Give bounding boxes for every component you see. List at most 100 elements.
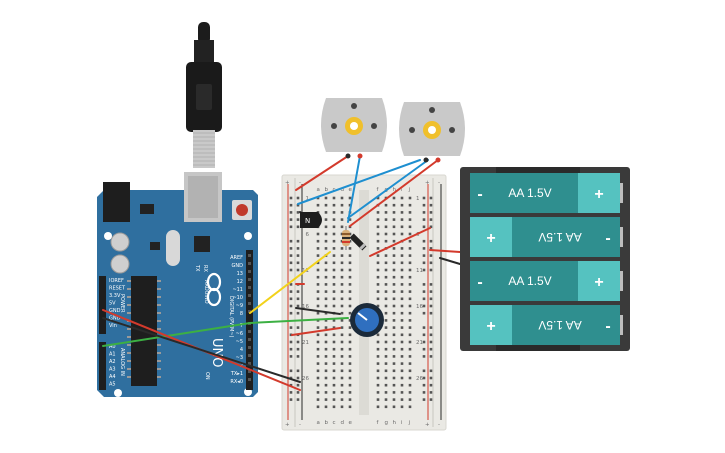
green-wire-b[interactable]	[102, 322, 251, 347]
breadboard-hole[interactable]	[316, 203, 320, 207]
breadboard-hole[interactable]	[408, 232, 412, 236]
battery-pack[interactable]: -+AA 1.5V+-AA 1.5V-+AA 1.5V+-AA 1.5V	[460, 167, 630, 351]
rail-hole[interactable]	[296, 218, 300, 221]
breadboard-hole[interactable]	[340, 362, 344, 365]
breadboard-hole[interactable]	[332, 376, 336, 380]
breadboard-hole[interactable]	[324, 333, 328, 337]
breadboard-hole[interactable]	[316, 347, 320, 351]
breadboard-hole[interactable]	[392, 247, 396, 250]
green-wire-a[interactable]	[249, 317, 349, 324]
breadboard-hole[interactable]	[384, 355, 388, 358]
breadboard-hole[interactable]	[408, 283, 412, 286]
breadboard-hole[interactable]	[324, 376, 328, 380]
rail-hole[interactable]	[289, 225, 293, 229]
breadboard-hole[interactable]	[408, 196, 412, 200]
breadboard-hole[interactable]	[408, 254, 412, 257]
breadboard-hole[interactable]	[400, 232, 404, 236]
rail-hole[interactable]	[289, 254, 293, 257]
breadboard-hole[interactable]	[376, 196, 380, 200]
breadboard-hole[interactable]	[384, 275, 388, 279]
rail-hole[interactable]	[289, 369, 293, 373]
breadboard-hole[interactable]	[332, 347, 336, 351]
breadboard-hole[interactable]	[376, 362, 380, 365]
breadboard-hole[interactable]	[316, 304, 320, 308]
breadboard-hole[interactable]	[348, 247, 352, 250]
breadboard-hole[interactable]	[400, 383, 404, 387]
power-header[interactable]	[99, 276, 106, 334]
breadboard-hole[interactable]	[384, 391, 388, 394]
breadboard-hole[interactable]	[408, 383, 412, 387]
breadboard-hole[interactable]	[316, 268, 320, 272]
breadboard-hole[interactable]	[316, 398, 320, 401]
breadboard-hole[interactable]	[348, 383, 352, 387]
breadboard-hole[interactable]	[332, 362, 336, 365]
breadboard-hole[interactable]	[316, 362, 320, 365]
breadboard-hole[interactable]	[316, 340, 320, 344]
rail-hole[interactable]	[429, 340, 433, 344]
breadboard-hole[interactable]	[392, 290, 396, 293]
rail-hole[interactable]	[422, 261, 426, 265]
breadboard-hole[interactable]	[400, 340, 404, 344]
rail-hole[interactable]	[289, 283, 293, 286]
rail-hole[interactable]	[422, 283, 426, 286]
breadboard-hole[interactable]	[324, 319, 328, 322]
rail-hole[interactable]	[422, 254, 426, 257]
rail-hole[interactable]	[289, 340, 293, 344]
rail-hole[interactable]	[289, 290, 293, 293]
rail-hole[interactable]	[422, 383, 426, 387]
breadboard-hole[interactable]	[392, 355, 396, 358]
breadboard-hole[interactable]	[324, 340, 328, 344]
breadboard-hole[interactable]	[376, 297, 380, 301]
breadboard-hole[interactable]	[340, 247, 344, 250]
rail-hole[interactable]	[422, 218, 426, 221]
breadboard-hole[interactable]	[376, 232, 380, 236]
breadboard-hole[interactable]	[384, 261, 388, 265]
breadboard-hole[interactable]	[392, 297, 396, 301]
battery-cell[interactable]: -+AA 1.5V	[470, 173, 623, 213]
breadboard-hole[interactable]	[400, 376, 404, 380]
rail-hole[interactable]	[289, 247, 293, 250]
rail-hole[interactable]	[296, 391, 300, 394]
breadboard-hole[interactable]	[324, 225, 328, 229]
breadboard-hole[interactable]	[324, 261, 328, 265]
breadboard-hole[interactable]	[348, 304, 352, 308]
breadboard-hole[interactable]	[348, 283, 352, 286]
breadboard-hole[interactable]	[408, 333, 412, 337]
breadboard-hole[interactable]	[408, 391, 412, 394]
breadboard-hole[interactable]	[384, 268, 388, 272]
rail-hole[interactable]	[422, 304, 426, 308]
breadboard-hole[interactable]	[348, 311, 352, 315]
breadboard-hole[interactable]	[408, 405, 412, 409]
breadboard-hole[interactable]	[392, 232, 396, 236]
rail-hole[interactable]	[429, 283, 433, 286]
rail-hole[interactable]	[429, 254, 433, 257]
rail-hole[interactable]	[429, 347, 433, 351]
breadboard-hole[interactable]	[400, 268, 404, 272]
rail-hole[interactable]	[296, 225, 300, 229]
breadboard-hole[interactable]	[324, 239, 328, 243]
breadboard-hole[interactable]	[332, 319, 336, 322]
rail-hole[interactable]	[289, 297, 293, 301]
breadboard-hole[interactable]	[332, 290, 336, 293]
breadboard-hole[interactable]	[400, 247, 404, 250]
rail-hole[interactable]	[422, 268, 426, 272]
rail-hole[interactable]	[296, 254, 300, 257]
breadboard-hole[interactable]	[376, 211, 380, 214]
breadboard-hole[interactable]	[384, 376, 388, 380]
battery-cell[interactable]: +-AA 1.5V	[470, 217, 623, 257]
breadboard-hole[interactable]	[332, 340, 336, 344]
breadboard-hole[interactable]	[340, 405, 344, 409]
breadboard-hole[interactable]	[392, 254, 396, 257]
breadboard-hole[interactable]	[332, 196, 336, 200]
breadboard-hole[interactable]	[408, 211, 412, 214]
breadboard-hole[interactable]	[408, 297, 412, 301]
breadboard-hole[interactable]	[340, 275, 344, 279]
breadboard-hole[interactable]	[340, 218, 344, 221]
rail-hole[interactable]	[429, 239, 433, 243]
breadboard-hole[interactable]	[316, 297, 320, 301]
rail-hole[interactable]	[429, 311, 433, 315]
breadboard-hole[interactable]	[340, 333, 344, 337]
black-wire-battery[interactable]	[439, 257, 461, 265]
breadboard-hole[interactable]	[384, 383, 388, 387]
breadboard-hole[interactable]	[392, 211, 396, 214]
